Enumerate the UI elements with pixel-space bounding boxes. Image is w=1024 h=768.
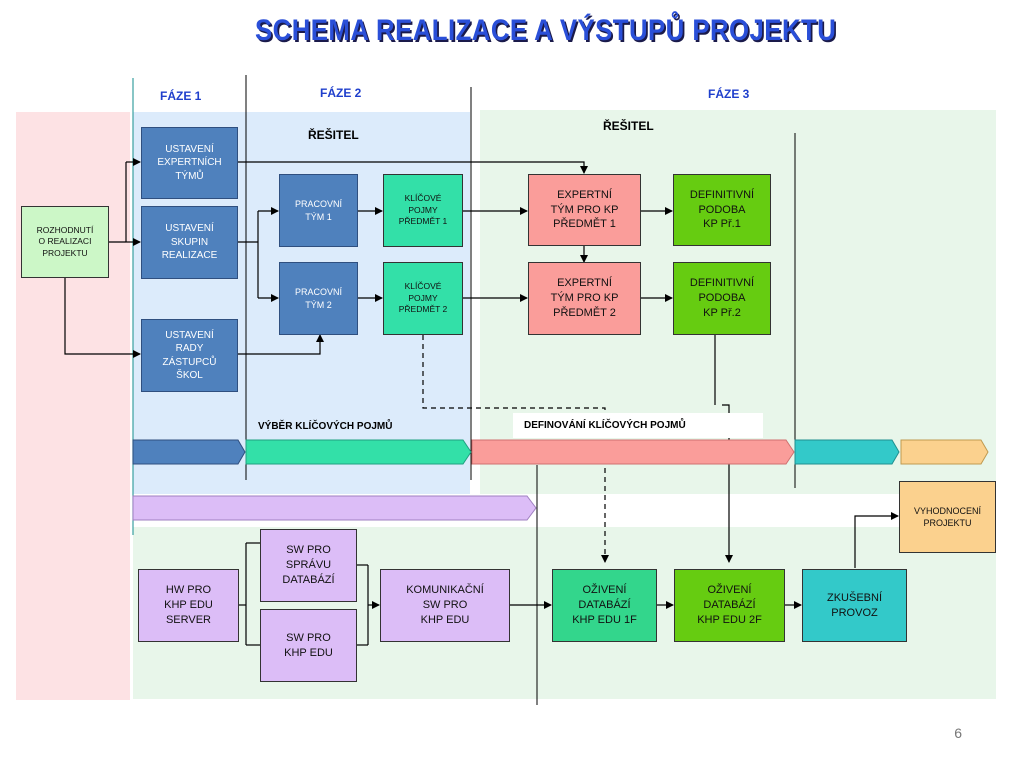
- phase-2-label: FÁZE 2: [320, 86, 362, 100]
- sw-khp-box: SW PRO KHP EDU: [260, 609, 357, 682]
- vyhodnoceni-box: VYHODNOCENÍ PROJEKTU: [899, 481, 996, 553]
- resitel-label-2: ŘEŠITEL: [603, 119, 654, 133]
- band-label-definovani: DEFINOVÁNÍ KLÍČOVÝCH POJMŮ: [524, 420, 686, 431]
- ustaveni-skupin-box: USTAVENÍ SKUPIN REALIZACE: [141, 206, 238, 279]
- definitivni-podoba-1-box: DEFINITIVNÍ PODOBA KP Př.1: [673, 174, 771, 246]
- sw-sprava-box: SW PRO SPRÁVU DATABÁZÍ: [260, 529, 357, 602]
- definitivni-podoba-2-box: DEFINITIVNÍ PODOBA KP Př.2: [673, 262, 771, 335]
- klicove-pojmy-2-box: KLÍČOVÉ POJMY PŘEDMĚT 2: [383, 262, 463, 335]
- band-label-vyber: VÝBĚR KLÍČOVÝCH POJMŮ: [258, 421, 393, 432]
- band-label-definovani-bg: [513, 413, 763, 438]
- phase-1-label: FÁZE 1: [160, 89, 202, 103]
- rozhodnuti-box: ROZHODNUTÍ O REALIZACI PROJEKTU: [21, 206, 109, 278]
- oziveni-1f-box: OŽIVENÍ DATABÁZÍ KHP EDU 1F: [552, 569, 657, 642]
- phase-3-label: FÁZE 3: [708, 87, 750, 101]
- hw-box: HW PRO KHP EDU SERVER: [138, 569, 239, 642]
- klicove-pojmy-1-box: KLÍČOVÉ POJMY PŘEDMĚT 1: [383, 174, 463, 247]
- page-title: SCHEMA REALIZACE A VÝSTUPŮ PROJEKTU: [255, 14, 837, 47]
- komunikacni-box: KOMUNIKAČNÍ SW PRO KHP EDU: [380, 569, 510, 642]
- pracovni-tym-1-box: PRACOVNÍ TÝM 1: [279, 174, 358, 247]
- zkusebni-provoz-box: ZKUŠEBNÍ PROVOZ: [802, 569, 907, 642]
- pracovni-tym-2-box: PRACOVNÍ TÝM 2: [279, 262, 358, 335]
- expertni-tym-1-box: EXPERTNÍ TÝM PRO KP PŘEDMĚT 1: [528, 174, 641, 246]
- page-number: 6: [954, 725, 962, 741]
- resitel-label-1: ŘEŠITEL: [308, 128, 359, 142]
- ustaveni-rady-box: USTAVENÍ RADY ZÁSTUPCŮ ŠKOL: [141, 319, 238, 392]
- ustaveni-expertnich-box: USTAVENÍ EXPERTNÍCH TÝMŮ: [141, 127, 238, 199]
- oziveni-2f-box: OŽIVENÍ DATABÁZÍ KHP EDU 2F: [674, 569, 785, 642]
- expertni-tym-2-box: EXPERTNÍ TÝM PRO KP PŘEDMĚT 2: [528, 262, 641, 335]
